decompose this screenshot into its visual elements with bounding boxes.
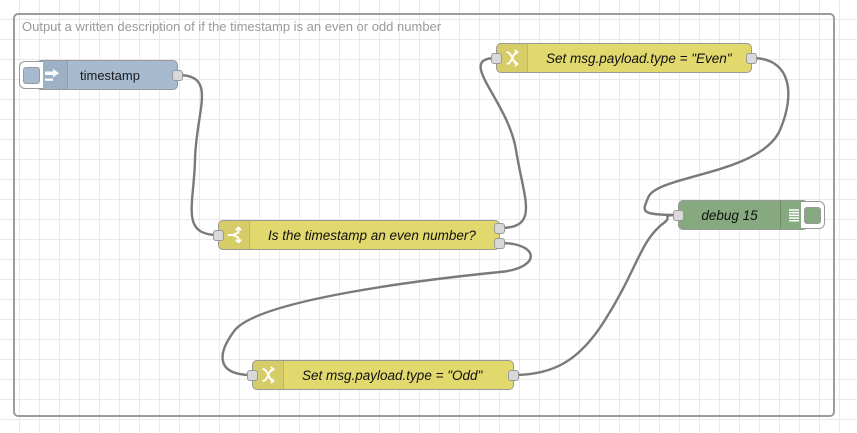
change-even-input-port[interactable] xyxy=(491,53,502,64)
debug-node-15[interactable]: debug 15 xyxy=(673,200,825,230)
debug-lines-icon xyxy=(780,201,807,229)
inject-node-label: timestamp xyxy=(80,67,140,83)
inject-node-timestamp[interactable]: timestamp xyxy=(19,60,183,90)
inject-output-port[interactable] xyxy=(172,70,183,81)
change-node-set-odd[interactable]: Set msg.payload.type = "Odd" xyxy=(247,360,519,390)
change-even-label: Set msg.payload.type = "Even" xyxy=(546,50,732,66)
debug-toggle-button[interactable] xyxy=(801,201,825,229)
switch-input-port[interactable] xyxy=(213,230,224,241)
change-odd-output-port[interactable] xyxy=(508,370,519,381)
switch-fork-icon xyxy=(219,221,250,249)
debug-input-port[interactable] xyxy=(673,210,684,221)
switch-node-label: Is the timestamp an even number? xyxy=(268,227,476,243)
change-odd-input-port[interactable] xyxy=(247,370,258,381)
change-shuffle-icon xyxy=(253,361,284,389)
change-shuffle-icon xyxy=(497,44,528,72)
switch-output-port-1[interactable] xyxy=(494,223,505,234)
inject-trigger-button[interactable] xyxy=(19,61,43,89)
change-even-output-port[interactable] xyxy=(746,53,757,64)
debug-node-label: debug 15 xyxy=(701,207,758,223)
debug-toggle-button-inner xyxy=(804,206,821,224)
change-odd-label: Set msg.payload.type = "Odd" xyxy=(302,367,483,383)
flow-group-box[interactable] xyxy=(13,13,835,417)
switch-node-is-even[interactable]: Is the timestamp an even number? xyxy=(213,220,505,250)
switch-output-port-2[interactable] xyxy=(494,238,505,249)
inject-trigger-button-inner xyxy=(23,66,40,84)
flow-group-title: Output a written description of if the t… xyxy=(22,19,442,34)
change-node-set-even[interactable]: Set msg.payload.type = "Even" xyxy=(491,43,757,73)
